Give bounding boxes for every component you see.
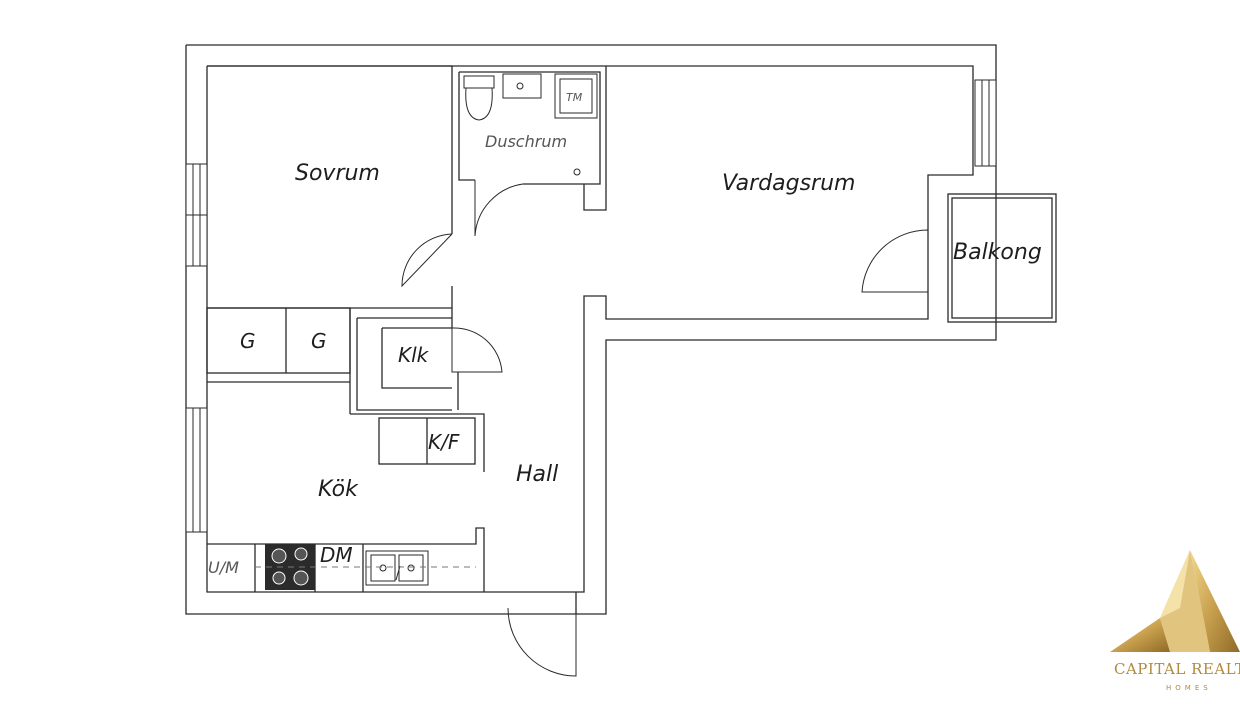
kitchen-counter [207,527,485,592]
sink [502,73,542,99]
logo-mark-icon [1110,550,1240,652]
label-closet-g-2: G [311,329,327,353]
entrance-door [507,607,577,677]
klk-walls [356,317,503,411]
klk-door [451,327,503,373]
closets [206,307,351,414]
label-kok: Kök [318,477,359,502]
windows [185,79,997,533]
brand-name: CAPITAL REALTI [1114,660,1240,678]
label-klk: Klk [398,343,430,367]
label-hall: Hall [516,462,558,487]
label-kf: K/F [428,430,460,454]
brand-subtitle: HOMES [1166,684,1212,692]
kitchen-sink [365,550,429,586]
balkong-door [861,229,929,293]
sovrum-door [401,233,453,288]
sovrum-walls [207,65,453,318]
duschrum-walls [458,66,607,237]
label-duschrum: Duschrum [485,132,567,151]
label-closet-g-1: G [240,329,256,353]
label-sovrum: Sovrum [295,161,380,186]
balcony [947,193,1057,323]
label-dm: DM [320,543,353,567]
toilet [463,75,495,89]
label-um: U/M [208,558,239,577]
label-tm: TM [566,91,583,104]
brand-logo: CAPITAL REALTI HOMES [1100,548,1240,708]
shower-tray [554,73,598,119]
label-vardagsrum: Vardagsrum [722,171,855,196]
label-balkong: Balkong [953,240,1042,265]
duschrum-door [474,180,524,237]
outer-walls [185,44,997,615]
kf-walls [350,413,485,472]
